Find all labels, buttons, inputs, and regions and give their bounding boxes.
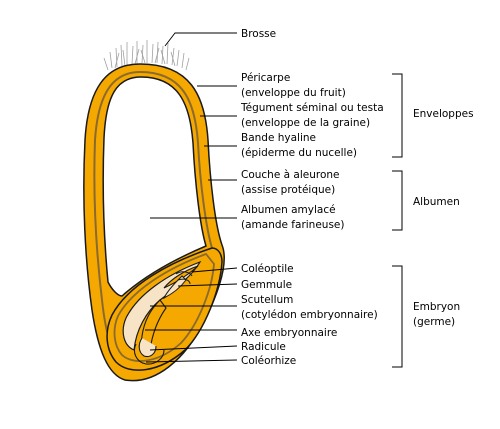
label-scutellum-sub: (cotylédon embryonnaire) [241, 309, 378, 321]
label-amylace: Albumen amylacé [241, 204, 336, 216]
group-brackets [392, 73, 403, 368]
label-brosse: Brosse [241, 28, 276, 40]
label-aleurone: Couche à aleurone [241, 169, 340, 181]
group-label-enveloppes: Enveloppes [413, 108, 474, 120]
label-amylace-sub: (amande farineuse) [241, 219, 344, 231]
label-axe: Axe embryonnaire [241, 327, 337, 339]
radicle-shape [138, 337, 157, 358]
coleorhiza-shape [133, 343, 165, 365]
label-aleurone-sub: (assise protéique) [241, 184, 335, 196]
label-coleoptile: Coléoptile [241, 263, 294, 275]
label-tegument: Tégument séminal ou testa [240, 102, 384, 114]
label-bande-sub: (épiderme du nucelle) [241, 147, 357, 159]
label-scutellum: Scutellum [241, 294, 293, 306]
leaf-curls [175, 271, 193, 285]
brush-hairs [103, 40, 190, 71]
label-radicule: Radicule [241, 341, 286, 353]
label-gemmule: Gemmule [241, 279, 292, 291]
group-label-embryon: Embryon [413, 301, 460, 313]
label-tegument-sub: (enveloppe de la graine) [241, 117, 370, 129]
endosperm [102, 76, 207, 297]
label-coleorhize: Coléorhize [241, 355, 296, 367]
label-pericarpe: Péricarpe [241, 72, 290, 84]
leader-lines [145, 32, 238, 363]
label-bande: Bande hyaline [241, 132, 316, 144]
group-label-embryon-sub: (germe) [413, 316, 455, 328]
label-pericarpe-sub: (enveloppe du fruit) [241, 87, 346, 99]
embryo-coat [113, 252, 215, 362]
gemmule-shape [162, 275, 187, 300]
group-label-albumen: Albumen [413, 196, 460, 208]
